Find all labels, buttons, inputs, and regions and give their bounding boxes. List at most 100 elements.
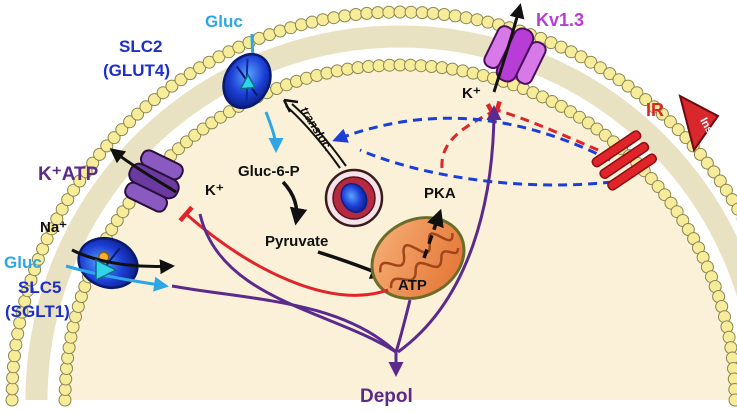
katp-to-depol-line xyxy=(198,213,397,354)
lipid-head-inner xyxy=(725,351,737,365)
katp-channel xyxy=(124,149,184,213)
lipid-head-outer xyxy=(360,6,374,20)
lipid-head-outer xyxy=(393,5,407,19)
lipid-head-outer xyxy=(50,212,64,226)
lipid-head-outer xyxy=(647,100,661,114)
lipid-head-outer xyxy=(5,382,19,396)
lipid-head-outer xyxy=(61,193,75,207)
lipid-head-outer xyxy=(382,5,396,19)
gluc6p-label: Gluc-6-P xyxy=(238,163,300,180)
lipid-head-outer xyxy=(67,183,81,197)
lipid-head-outer xyxy=(305,15,319,29)
gluc-top-label: Gluc xyxy=(205,12,243,31)
k-plus-left-label: K⁺ xyxy=(205,182,224,199)
lipid-head-outer xyxy=(404,5,418,19)
lipid-head-outer xyxy=(131,107,145,121)
atp-inhibits-katp xyxy=(178,205,389,297)
pka-to-kv-inhibit xyxy=(440,103,499,169)
lipid-head-outer xyxy=(6,360,20,374)
lipid-head-outer xyxy=(73,174,87,188)
k-plus-right-label: K⁺ xyxy=(462,85,481,102)
atp-label: ATP xyxy=(398,277,427,294)
lipid-head-outer xyxy=(621,79,635,93)
lipid-head-outer xyxy=(284,21,298,35)
ir-to-kv-inhibit xyxy=(492,100,613,158)
lipid-head-outer xyxy=(459,11,473,25)
lipid-head-outer xyxy=(655,107,669,121)
kv-efflux-arrow xyxy=(492,3,525,93)
sglt1-to-depol-line xyxy=(171,284,398,354)
lipid-head-outer xyxy=(183,67,197,81)
transloc-arrow xyxy=(285,105,341,169)
lipid-head-outer xyxy=(202,55,216,69)
transloc-arrow-inner xyxy=(291,103,347,167)
lipid-head-outer xyxy=(174,73,188,87)
transloc-arrowhead xyxy=(282,98,299,113)
lipid-head-outer xyxy=(603,67,617,81)
slc2-label: SLC2 xyxy=(119,37,162,56)
ir-label: IR xyxy=(646,100,664,120)
kv13-channel xyxy=(483,25,547,85)
lipid-head-outer xyxy=(719,183,733,197)
lipid-head-outer xyxy=(707,165,721,179)
lipid-head-outer xyxy=(193,61,207,75)
gluc-left-influx-arrow xyxy=(65,264,169,292)
lipid-head-outer xyxy=(5,393,19,407)
lipid-tail-band xyxy=(25,25,737,401)
lipid-head-outer xyxy=(156,86,170,100)
lipid-head-outer xyxy=(437,8,451,21)
lipid-head-outer xyxy=(294,18,308,32)
lipid-head-outer xyxy=(79,165,93,179)
lipid-head-outer xyxy=(371,6,385,20)
lipid-head-outer xyxy=(123,115,137,129)
lipid-head-outer xyxy=(9,338,23,352)
lipid-head-outer xyxy=(725,193,737,207)
lipid-head-outer xyxy=(147,93,161,107)
lipid-head-outer xyxy=(165,79,179,93)
slc5-label: SLC5 xyxy=(18,278,61,297)
insulin-receptor xyxy=(591,130,658,191)
lipid-head-outer xyxy=(584,55,598,69)
lipid-head-outer xyxy=(713,174,727,188)
lipid-head-outer xyxy=(470,13,484,27)
katp-efflux-arrow xyxy=(109,148,177,194)
glut4-label: (GLUT4) xyxy=(103,61,170,80)
lipid-head-outer xyxy=(6,371,20,385)
sglt1-gluc-marker xyxy=(95,258,118,282)
sglt1-label: (SGLT1) xyxy=(5,302,70,321)
depol-to-kv-arrow xyxy=(397,105,502,354)
lipid-head-outer xyxy=(426,6,440,20)
lipid-head-outer xyxy=(612,73,626,87)
pka-label: PKA xyxy=(424,185,456,202)
lipid-head-outer xyxy=(139,100,153,114)
lipid-head-outer xyxy=(327,11,341,25)
mitochondrion xyxy=(370,216,466,300)
lipid-head-outer xyxy=(448,9,462,23)
glut4-vesicle xyxy=(324,168,384,228)
mito-to-depol-line xyxy=(394,299,412,353)
lipid-head-outer xyxy=(671,123,685,137)
lipid-head-outer xyxy=(11,327,25,341)
lipid-head-inner xyxy=(728,393,737,407)
lipid-head-outer xyxy=(55,202,69,216)
depol-label: Depol xyxy=(360,386,413,407)
lipid-head-outer xyxy=(349,8,363,21)
slc2-glut4-transporter xyxy=(222,52,272,110)
lipid-head-outer xyxy=(316,13,330,27)
gluc-left-label: Gluc xyxy=(4,253,42,272)
lipid-head-outer xyxy=(415,6,429,20)
lipid-head-outer xyxy=(731,202,737,216)
lipid-head-outer xyxy=(86,156,100,170)
lipid-head-outer xyxy=(481,15,495,29)
insulin-triangle xyxy=(678,94,720,153)
na-influx-arrow xyxy=(71,248,175,275)
lipid-head-outer xyxy=(630,86,644,100)
ir-to-transloc-arrow xyxy=(332,116,611,162)
lipid-head-outer xyxy=(593,61,607,75)
lipid-head-outer xyxy=(115,123,129,137)
na-plus-label: Na⁺ xyxy=(40,219,67,236)
lipid-head-outer xyxy=(700,156,714,170)
gluc6p-to-pyruvate-arrow xyxy=(281,180,308,226)
